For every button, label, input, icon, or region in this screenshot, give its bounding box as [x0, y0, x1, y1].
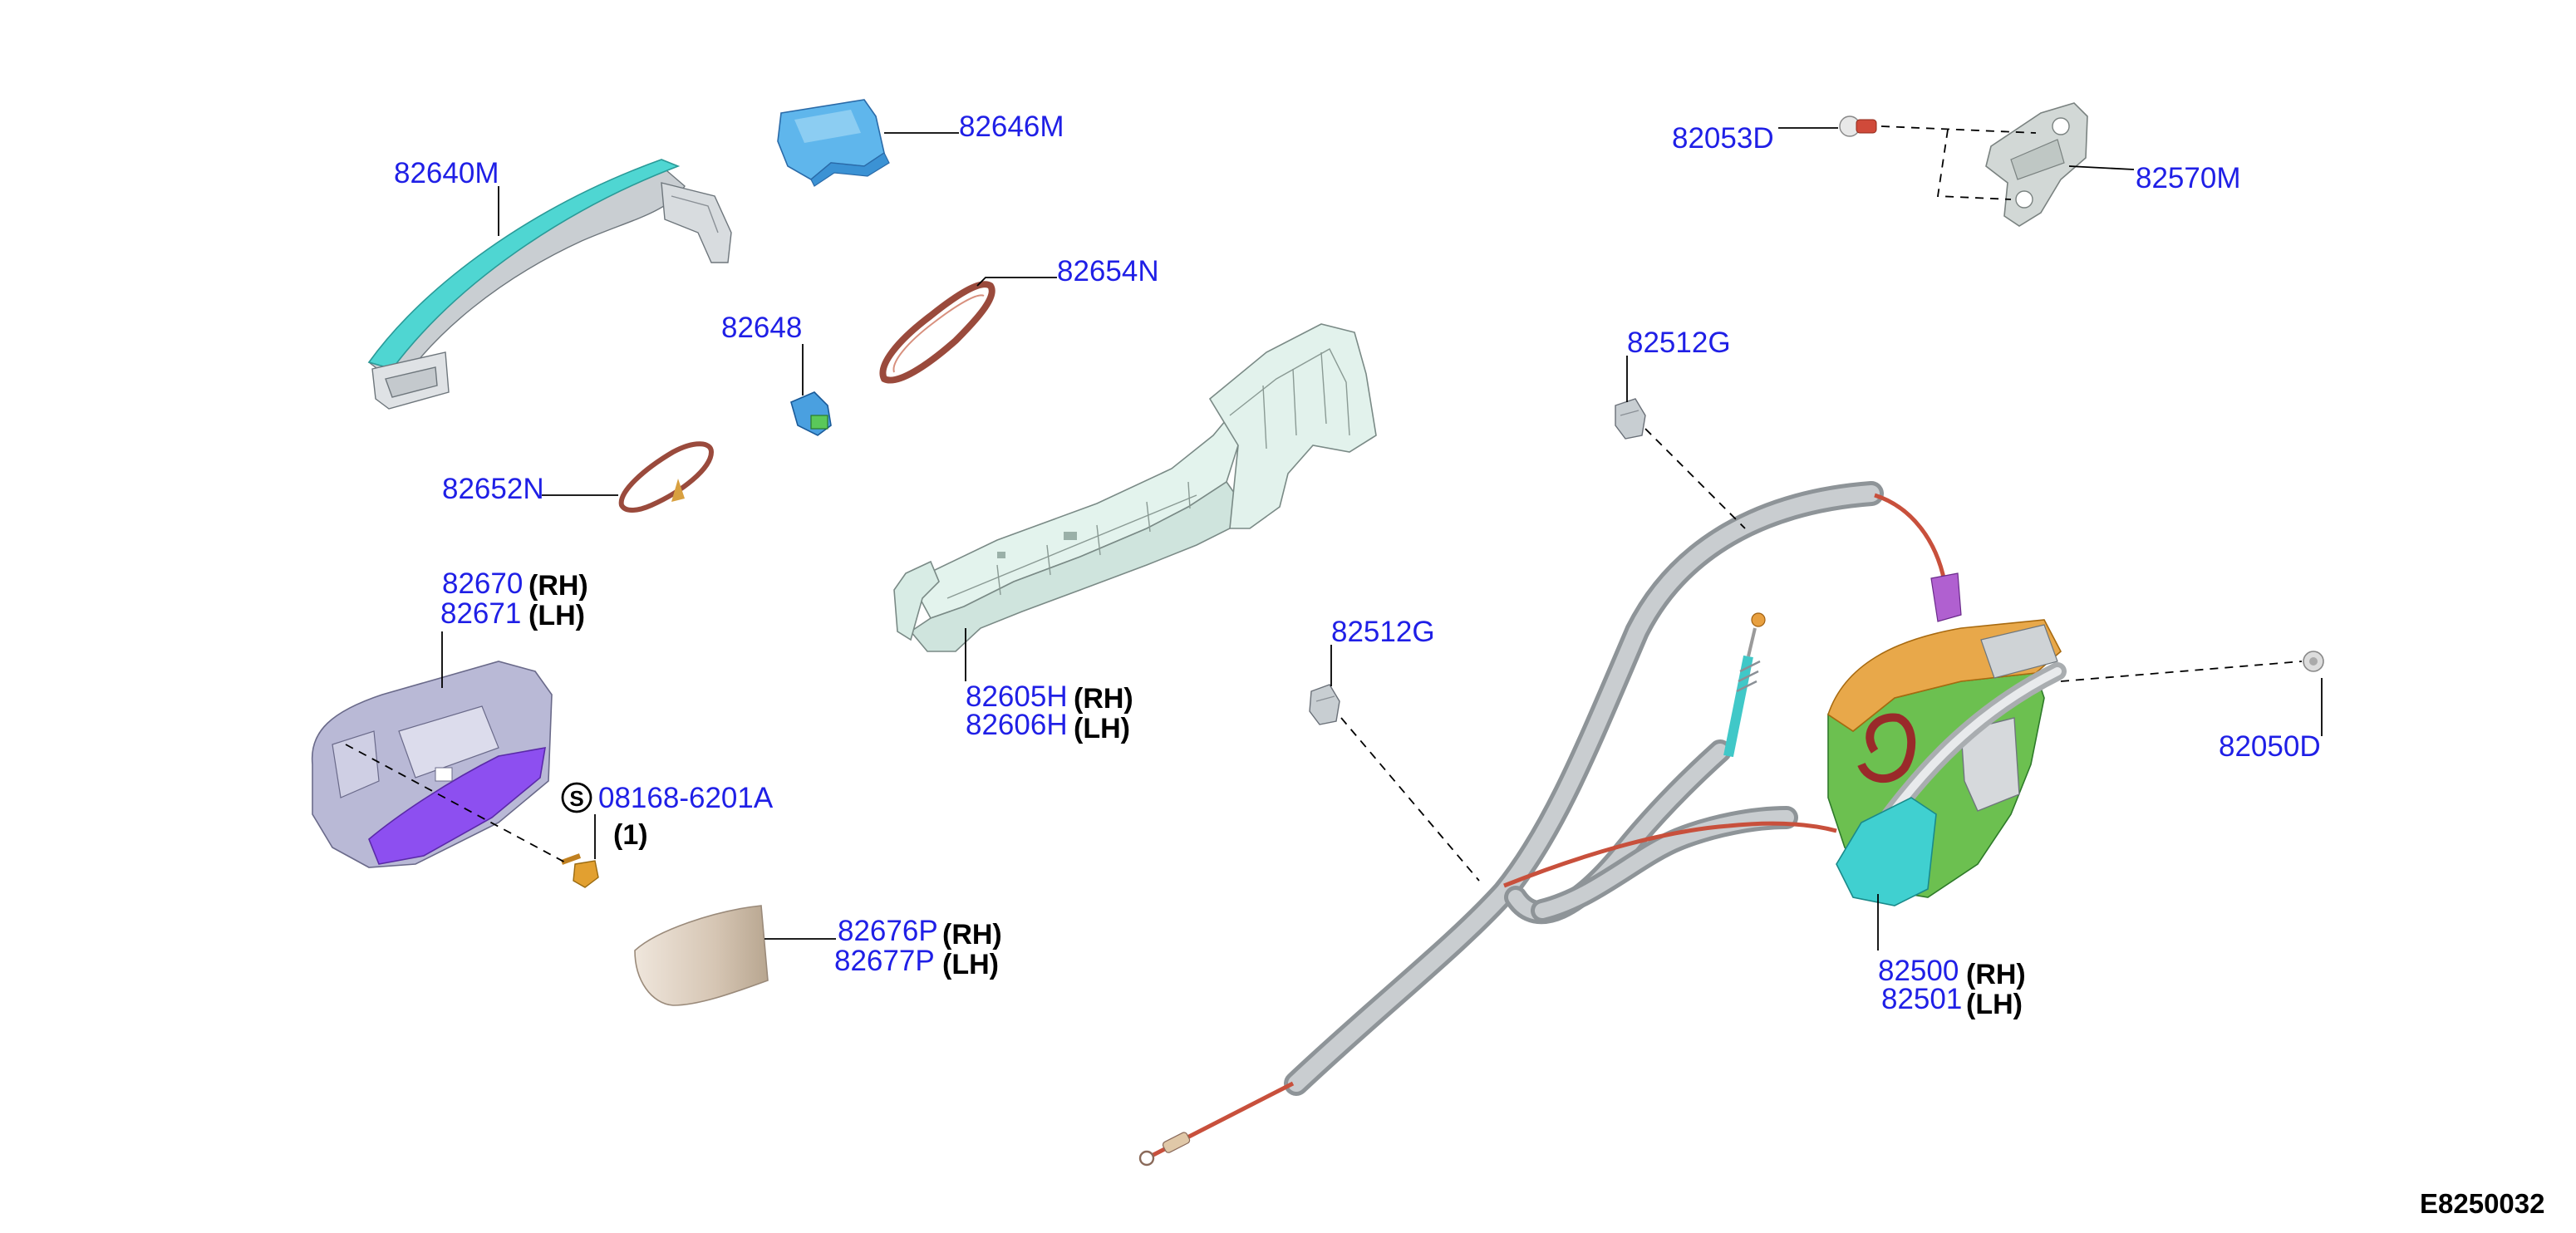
bolt-82050D [2303, 651, 2324, 672]
handle-bracket-82605H [893, 323, 1377, 652]
side-label-rh: (RH) [1966, 959, 2026, 990]
fastener-quantity: (1) [613, 819, 648, 851]
side-label-lh: (LH) [1966, 989, 2023, 1020]
inside-handle-82670 [311, 661, 553, 868]
leader-lines [441, 127, 2323, 951]
side-label-rh: (RH) [1074, 683, 1133, 715]
fastener-callout: S 08168-6201A (1) [561, 782, 774, 851]
clip-82512G-upper [1615, 398, 1646, 440]
callout-82606H[interactable]: 82606H [966, 709, 1068, 741]
callout-82671[interactable]: 82671 [440, 597, 521, 630]
striker-82570M [1985, 102, 2088, 227]
callout-82654N[interactable]: 82654N [1057, 255, 1159, 287]
door-lock-actuator-82500 [1827, 619, 2067, 906]
side-label-lh: (LH) [1074, 713, 1130, 744]
callout-82646M[interactable]: 82646M [959, 111, 1064, 143]
callout-82652N[interactable]: 82652N [442, 473, 544, 505]
side-label-rh: (RH) [942, 919, 1002, 951]
callout-82670[interactable]: 82670 [442, 567, 523, 600]
callout-82605H[interactable]: 82605H [966, 680, 1068, 713]
bolt-82053D [1839, 115, 1877, 137]
door-lock-cables [1138, 481, 1962, 1167]
standard-part-symbol-icon [561, 782, 592, 813]
gasket-82654N [879, 281, 995, 384]
callout-82501[interactable]: 82501 [1881, 983, 1962, 1015]
callout-82570M[interactable]: 82570M [2136, 162, 2240, 194]
side-label-lh: (LH) [942, 949, 999, 980]
callout-82512G-lower[interactable]: 82512G [1331, 616, 1435, 648]
side-label-lh: (LH) [528, 600, 585, 631]
callout-82676P[interactable]: 82676P [838, 915, 938, 947]
handle-cap-82646M [777, 99, 890, 187]
gasket-82652N [618, 441, 715, 513]
outside-handle-82640M [367, 159, 732, 410]
assembly-dashed-lines [345, 125, 2303, 882]
callout-82640M[interactable]: 82640M [394, 157, 499, 189]
side-label-rh: (RH) [528, 570, 588, 602]
screw-08168-6201A [560, 853, 599, 888]
callout-82648[interactable]: 82648 [721, 312, 802, 344]
clip-82512G-lower [1309, 684, 1340, 725]
callout-82053D[interactable]: 82053D [1672, 122, 1774, 155]
callout-82050D[interactable]: 82050D [2219, 730, 2321, 763]
callout-08168-6201A[interactable]: 08168-6201A [598, 782, 774, 814]
diagram-code: E8250032 [2420, 1188, 2544, 1219]
connector-82648 [790, 391, 832, 436]
callout-82500[interactable]: 82500 [1878, 955, 1959, 987]
standard-part-symbol: S [569, 786, 583, 811]
callout-82512G-upper[interactable]: 82512G [1627, 327, 1731, 359]
callout-82677P[interactable]: 82677P [834, 945, 935, 977]
trim-cover-82676P [634, 905, 769, 1006]
